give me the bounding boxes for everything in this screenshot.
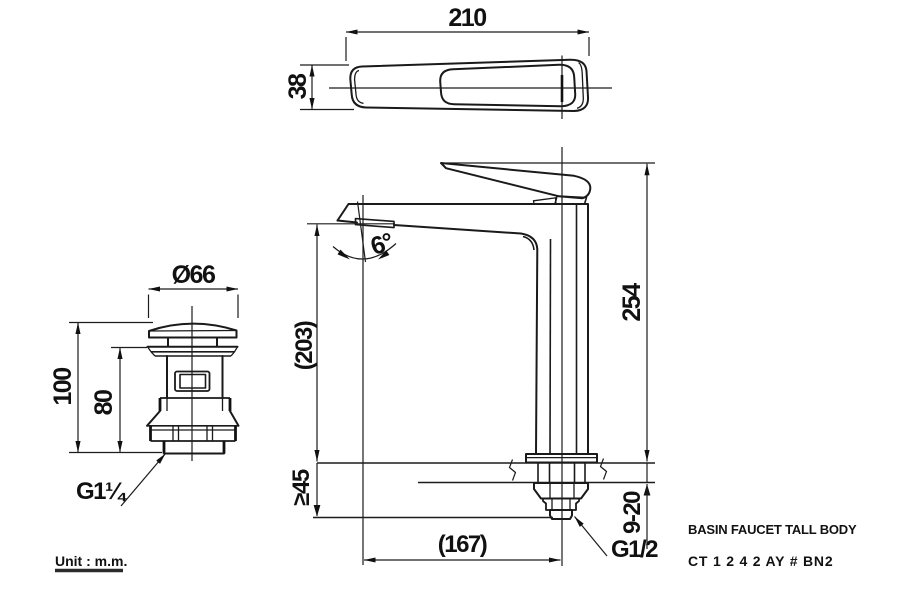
supply-thread-label: G1/2	[611, 536, 658, 563]
dim-min-clearance-label: ≥45	[288, 469, 315, 506]
inlet-shank-end	[549, 509, 573, 520]
side-view: 6° (203) 254 ≥45 9-20 (167) G1/2	[288, 147, 660, 566]
dim-spout-height-label: (203)	[291, 321, 318, 370]
handle-right-endcap-line	[576, 62, 584, 109]
dim-drain-body-height-label: 80	[90, 390, 118, 415]
angle-arrow	[337, 249, 350, 260]
column-line	[549, 238, 552, 455]
product-code-label: CT 1 2 4 2 AY # BN2	[688, 553, 833, 569]
unit-note-label: Unit : m.m.	[55, 553, 127, 569]
drain-cap-chord	[148, 329, 237, 332]
dim-counter-thickness-label: 9-20	[619, 491, 646, 534]
product-name-label: BASIN FAUCET TALL BODY	[688, 522, 857, 537]
overflow-slot-outer	[174, 370, 211, 392]
unit-note: Unit : m.m.	[55, 553, 127, 573]
supply-thread-leader	[574, 516, 608, 557]
drain-thread-tail	[162, 441, 226, 455]
handle-left-endcap-line	[353, 69, 364, 104]
threaded-shank	[537, 463, 586, 483]
dim-drain-cap-diameter-label: Ø66	[172, 261, 215, 289]
deck-break-mark	[508, 459, 517, 481]
dim-spout-reach-label: (167)	[438, 531, 487, 558]
dim-overall-height-label: 254	[618, 283, 646, 322]
angle-arrow	[378, 250, 390, 260]
lever-outline	[440, 162, 592, 200]
overflow-slot-inner	[179, 373, 207, 389]
spout-fillet	[522, 235, 535, 251]
handle-top-recess	[439, 63, 577, 108]
angle-arc	[332, 243, 397, 260]
mounting-nut	[533, 482, 589, 500]
spout-underside	[393, 224, 539, 455]
dim-arrow	[313, 505, 321, 517]
drain-flare	[146, 410, 161, 427]
spout-tip-edge	[336, 219, 358, 224]
drain-thread-leader	[120, 453, 166, 507]
drain-view: Ø66 100 80 G1¼	[49, 261, 240, 507]
body-top-right-outline	[336, 203, 589, 455]
top-view: 210 38	[284, 4, 612, 119]
drain-flare	[229, 410, 240, 427]
aerator-notch	[354, 217, 395, 229]
handle-top-outline	[349, 58, 590, 112]
deck-break-mark	[599, 458, 608, 480]
nut-lower-block	[542, 497, 580, 511]
drain-thread-label: G1¼	[76, 478, 127, 505]
dim-top-width-label: 210	[448, 4, 486, 32]
dim-spout-angle-label: 6°	[367, 228, 396, 261]
drain-band	[149, 426, 237, 442]
dim-top-depth-label: 38	[284, 73, 312, 99]
title-block: BASIN FAUCET TALL BODY CT 1 2 4 2 AY # B…	[688, 522, 857, 569]
dim-drain-height-label: 100	[49, 368, 77, 406]
angle-tilted-line	[356, 201, 367, 263]
